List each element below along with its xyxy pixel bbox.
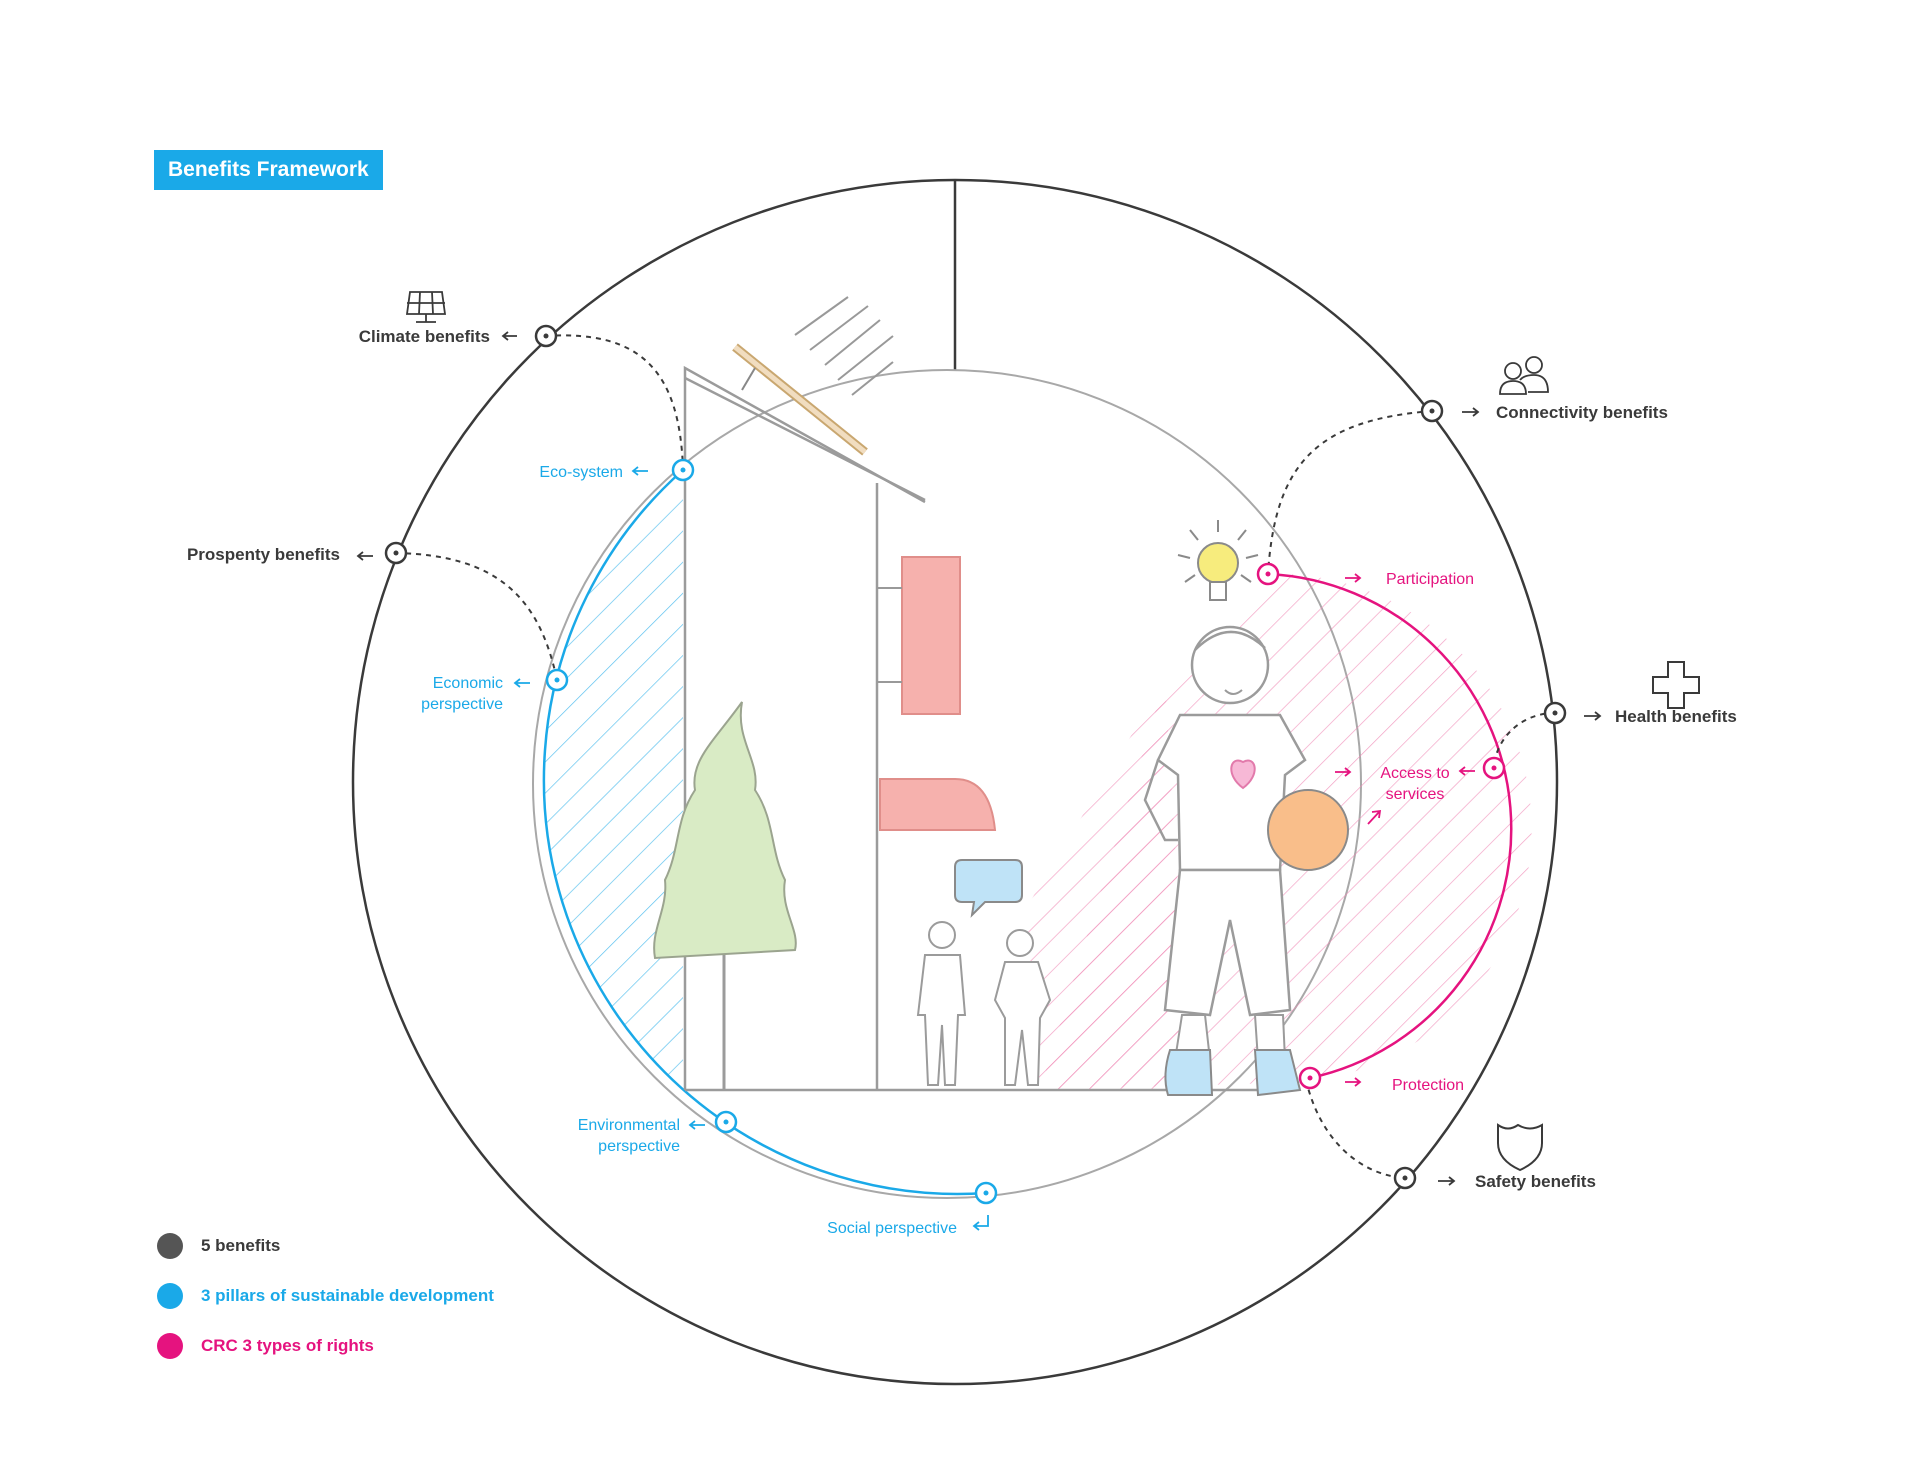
arrows [356,331,1602,1231]
awning [879,778,997,831]
protection-label: Protection [1392,1077,1464,1094]
access-label-line1: Access to [1380,765,1449,782]
shield-icon [1497,1123,1543,1172]
legend-label-pillars: 3 pillars of sustainable development [201,1286,494,1305]
rights-arc [1267,572,1513,1080]
people-icon [1499,356,1549,395]
climate-benefits-label: Climate benefits [359,327,490,346]
prosperity-benefits-label: Prospenty benefits [187,545,340,564]
health-benefits-label: Health benefits [1615,707,1737,726]
legend-item-benefits: 5 benefits [157,1233,677,1261]
environmental-label-line2: perspective [598,1138,680,1155]
access-label-line2: services [1386,786,1445,803]
participation-label: Participation [1386,571,1474,588]
pillars-arc [542,469,987,1196]
connectivity-benefits-label: Connectivity benefits [1496,403,1668,422]
heart-icon [1230,759,1256,790]
legend-dot-rights [157,1333,183,1359]
economic-label-line2: perspective [421,696,503,713]
lightbulb-icon [1177,520,1259,601]
solar-panel-icon [405,291,447,323]
eco-system-label: Eco-system [539,464,623,481]
framework-title: Benefits Framework [154,150,383,190]
speech-bubble-icon [954,859,1023,918]
child-figure [1143,625,1349,1097]
health-cross-icon [1652,661,1700,709]
legend-dot-benefits [157,1233,183,1259]
social-label: Social perspective [827,1220,957,1237]
environmental-label-line1: Environmental [578,1117,680,1134]
solar-panel [732,296,894,456]
window-upper [901,556,961,715]
legend-item-pillars: 3 pillars of sustainable development [157,1283,677,1311]
legend-item-rights: CRC 3 types of rights [157,1333,677,1361]
tree [653,701,797,1090]
pillars-hatch-area [543,470,683,1090]
ball [1267,789,1349,871]
safety-benefits-label: Safety benefits [1475,1172,1596,1191]
legend-label-rights: CRC 3 types of rights [201,1336,374,1355]
legend-dot-pillars [157,1283,183,1309]
legend-label-benefits: 5 benefits [201,1236,281,1255]
child-shadow-hatch [1025,680,1190,1090]
small-children [916,921,1052,1086]
economic-label-line1: Economic [433,675,503,692]
